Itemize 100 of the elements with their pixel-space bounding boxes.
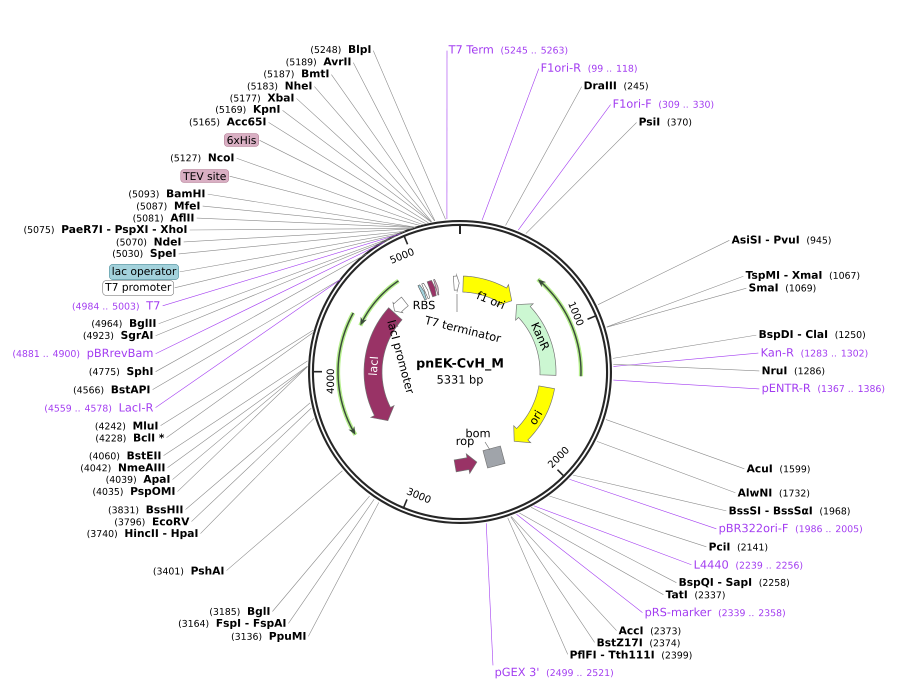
site-label: SmaI (1069) <box>749 283 816 293</box>
site-label: (5070) NdeI <box>116 237 180 247</box>
site-label: (3740) HincII - HpaI <box>87 528 198 540</box>
site-label: (5165) Acc65I <box>190 117 266 127</box>
primer-label: F1ori-R (99 .. 118) <box>542 63 637 73</box>
leader-line <box>612 334 757 359</box>
site-label: (4035) PspOMI <box>93 486 174 498</box>
site-label: (5187) BmtI <box>264 70 328 78</box>
primer-label: (4881 .. 4900) pBRrevBam <box>13 348 152 360</box>
feature-tag: 6xHis <box>224 133 259 147</box>
leader-line <box>191 408 312 522</box>
site-label: PciI (2141) <box>710 542 768 552</box>
leader-line <box>162 234 401 306</box>
site-label: (4228) BclI * <box>96 433 164 443</box>
leader-line <box>613 352 759 367</box>
leader-line <box>282 110 432 222</box>
site-label: (4566) BstAPI <box>74 386 150 394</box>
leader-line <box>613 380 760 390</box>
primer-label: pENTR-R (1367 .. 1386) <box>762 384 884 394</box>
site-label: BspQI - SapI (2258) <box>680 578 789 588</box>
site-label: (3401) PshAI <box>154 566 224 576</box>
primer-label: pRS-marker (2339 .. 2358) <box>646 608 785 618</box>
leader-line <box>296 98 432 222</box>
site-label: (3164) FspI - FspAI <box>178 619 286 629</box>
arrow-feature: RBS <box>414 280 437 310</box>
site-label: (3796) EcoRV <box>115 518 190 527</box>
primer-label: F1ori-F (309 .. 330) <box>614 99 714 109</box>
leader-line <box>549 496 707 548</box>
leader-line <box>183 228 413 242</box>
scale-label: 3000 <box>402 488 431 509</box>
primer-label: pBR322ori-F (1986 .. 2005) <box>720 524 862 534</box>
site-label: (5189) AvrII <box>286 58 350 66</box>
site-label: DraIII (245) <box>584 82 648 90</box>
site-label: (4042) NmeAIII <box>81 464 164 473</box>
site-label: NruI (1286) <box>762 366 824 376</box>
site-label: TspMI - XmaI (1067) <box>746 271 860 281</box>
leader-line <box>530 507 677 583</box>
arrow-feature: rop <box>454 438 478 474</box>
leader-line <box>288 498 374 624</box>
site-label: PsiI (370) <box>640 117 692 127</box>
leader-line <box>166 332 314 438</box>
leader-line <box>482 68 540 220</box>
site-label: BstZ17I (2374) <box>598 638 680 648</box>
site-label: (5081) AflII <box>133 213 194 223</box>
site-label: (5248) BlpI <box>311 44 370 56</box>
site-label: (3185) BglI <box>210 606 270 618</box>
leader-line <box>533 505 692 566</box>
primer-label: (4984 .. 5003) T7 <box>72 301 160 311</box>
site-label: (5087) MfeI <box>137 201 200 211</box>
leader-line <box>178 231 406 254</box>
site-label: AlwNI (1732) <box>738 488 810 498</box>
leader-line <box>185 402 310 510</box>
primer-label: pGEX 3' (2499 .. 2521) <box>496 668 613 678</box>
leader-line <box>236 158 424 225</box>
leader-line <box>446 50 448 220</box>
leader-line <box>372 50 446 220</box>
leader-line <box>163 360 308 456</box>
leader-line <box>259 140 426 224</box>
leader-line <box>160 330 314 426</box>
leader-line <box>314 86 432 222</box>
site-label: (5127) NcoI <box>170 154 234 162</box>
leader-line <box>516 514 643 613</box>
leader-line <box>613 364 760 372</box>
site-label: (4964) BglII <box>92 318 156 330</box>
leader-line <box>200 418 314 534</box>
site-label: (5177) XbaI <box>230 93 294 103</box>
primer-label: Kan-R (1283 .. 1302) <box>762 348 868 358</box>
leader-line <box>486 522 494 666</box>
site-label: BssSI - BssSαI (1968) <box>730 506 850 516</box>
leader-line <box>308 502 380 637</box>
leader-line <box>202 206 416 228</box>
site-label: BspDI - ClaI (1250) <box>760 330 865 340</box>
leader-line <box>155 254 367 372</box>
leader-line <box>272 496 370 612</box>
leader-line <box>174 233 401 288</box>
leader-line <box>155 242 384 354</box>
feature-tag: lac operator <box>109 264 179 280</box>
leader-line <box>569 478 717 530</box>
scale-label: 4000 <box>312 369 334 394</box>
leader-line <box>518 104 611 230</box>
site-label: (4242) MluI <box>96 421 158 431</box>
leader-line <box>189 228 413 230</box>
leader-line <box>505 86 582 226</box>
arrow-feature: ori <box>513 386 555 444</box>
leader-line <box>196 218 416 228</box>
site-label: (4775) SphI <box>90 366 152 378</box>
site-label: (4039) ApaI <box>106 475 170 485</box>
node-label: RBS <box>414 300 435 310</box>
leader-line <box>268 122 429 224</box>
site-label: AsiSI - PvuI (945) <box>732 235 831 245</box>
arrow-feature: KanR <box>515 303 556 376</box>
leader-line <box>353 62 436 222</box>
site-label: AccI (2373) <box>618 626 680 636</box>
leader-line <box>155 279 341 408</box>
leader-line <box>152 279 341 390</box>
site-label: (5169) KpnI <box>216 105 280 115</box>
leader-line <box>526 122 637 234</box>
leader-line <box>518 512 664 595</box>
leader-line <box>331 74 435 222</box>
leader-line <box>572 474 727 512</box>
